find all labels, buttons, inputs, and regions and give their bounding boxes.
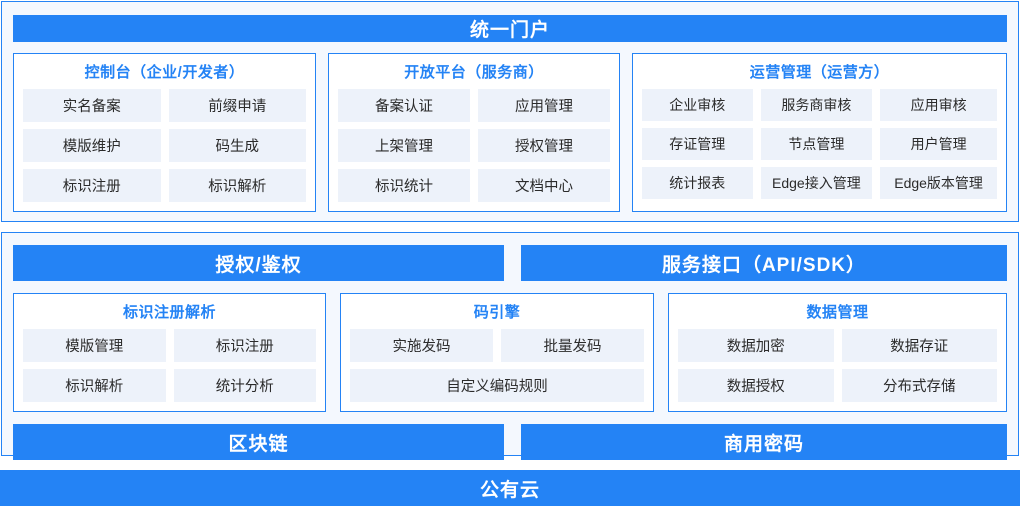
- panel-operations-title: 运营管理（运营方）: [749, 64, 890, 81]
- chip-item[interactable]: 数据加密: [678, 329, 834, 362]
- chip-item[interactable]: 统计分析: [173, 369, 316, 402]
- platform-bottom-bar-group: 区块链 商用密码: [13, 424, 1007, 460]
- chip-item[interactable]: 统计报表: [642, 167, 753, 199]
- platform-top-bar-group: 授权/鉴权 服务接口（API/SDK）: [13, 245, 1007, 281]
- panel-operations[interactable]: 运营管理（运营方） 企业审核 服务商审核 应用审核 存证管理 节点管理 用户管理…: [632, 53, 1007, 212]
- chip-row: 实名备案 前缀申请: [23, 89, 306, 122]
- chip-row: 企业审核 服务商审核 应用审核: [642, 89, 997, 121]
- platform-layer: 授权/鉴权 服务接口（API/SDK） 标识注册解析 模版管理 标识注册 标识解…: [1, 232, 1019, 460]
- platform-panel-group: 标识注册解析 模版管理 标识注册 标识解析 统计分析 码引擎: [13, 293, 1007, 412]
- chip-item[interactable]: 应用管理: [478, 89, 610, 122]
- chip-row: 实施发码 批量发码: [350, 329, 644, 362]
- chip-row: 标识统计 文档中心: [338, 169, 610, 202]
- auth-banner: 授权/鉴权: [13, 245, 504, 281]
- panel-data-management-items: 数据加密 数据存证 数据授权 分布式存储: [678, 329, 997, 402]
- chip-row: 统计报表 Edge接入管理 Edge版本管理: [642, 167, 997, 199]
- panel-identifier-resolution-title: 标识注册解析: [122, 304, 216, 321]
- chip-item[interactable]: 授权管理: [478, 129, 610, 162]
- chip-item[interactable]: 标识解析: [23, 369, 166, 402]
- panel-code-engine-items: 实施发码 批量发码 自定义编码规则: [350, 329, 644, 402]
- chip-item[interactable]: 实施发码: [350, 329, 493, 362]
- chip-row: 数据加密 数据存证: [678, 329, 997, 362]
- chip-row: 备案认证 应用管理: [338, 89, 610, 122]
- chip-item[interactable]: 标识解析: [168, 169, 306, 202]
- panel-open-platform-title: 开放平台（服务商）: [404, 64, 544, 81]
- chip-item[interactable]: 标识注册: [173, 329, 316, 362]
- blockchain-banner: 区块链: [13, 424, 504, 460]
- service-interface-banner: 服务接口（API/SDK）: [521, 245, 1007, 281]
- chip-item[interactable]: 实名备案: [23, 89, 161, 122]
- chip-item[interactable]: 标识注册: [23, 169, 161, 202]
- public-cloud-banner: 公有云: [0, 470, 1020, 506]
- chip-item[interactable]: 模版管理: [23, 329, 166, 362]
- chip-item[interactable]: 自定义编码规则: [350, 369, 644, 402]
- chip-item[interactable]: 应用审核: [880, 89, 997, 121]
- panel-open-platform[interactable]: 开放平台（服务商） 备案认证 应用管理 上架管理 授权管理 标识统计 文档中心: [328, 53, 620, 212]
- chip-item[interactable]: 模版维护: [23, 129, 161, 162]
- chip-row: 模版管理 标识注册: [23, 329, 316, 362]
- commercial-cryptography-banner: 商用密码: [521, 424, 1007, 460]
- panel-console-title: 控制台（企业/开发者）: [84, 64, 245, 81]
- panel-data-management-title: 数据管理: [806, 304, 869, 321]
- panel-operations-items: 企业审核 服务商审核 应用审核 存证管理 节点管理 用户管理 统计报表 Edge…: [642, 89, 997, 202]
- chip-row: 标识解析 统计分析: [23, 369, 316, 402]
- panel-code-engine[interactable]: 码引擎 实施发码 批量发码 自定义编码规则: [340, 293, 654, 412]
- panel-data-management[interactable]: 数据管理 数据加密 数据存证 数据授权 分布式存储: [668, 293, 1007, 412]
- chip-item[interactable]: 备案认证: [338, 89, 470, 122]
- chip-item[interactable]: 服务商审核: [760, 89, 873, 121]
- chip-row: 存证管理 节点管理 用户管理: [642, 128, 997, 160]
- portal-layer: 统一门户 控制台（企业/开发者） 实名备案 前缀申请 模版维护 码生成 标识注册: [1, 1, 1019, 222]
- chip-row: 数据授权 分布式存储: [678, 369, 997, 402]
- panel-identifier-resolution[interactable]: 标识注册解析 模版管理 标识注册 标识解析 统计分析: [13, 293, 326, 412]
- chip-item[interactable]: 码生成: [168, 129, 306, 162]
- chip-item[interactable]: 文档中心: [478, 169, 610, 202]
- chip-item[interactable]: 批量发码: [501, 329, 644, 362]
- panel-console[interactable]: 控制台（企业/开发者） 实名备案 前缀申请 模版维护 码生成 标识注册 标识解析: [13, 53, 316, 212]
- chip-item[interactable]: 前缀申请: [168, 89, 306, 122]
- chip-item[interactable]: 节点管理: [760, 128, 873, 160]
- chip-item[interactable]: Edge版本管理: [880, 167, 997, 199]
- chip-row: 上架管理 授权管理: [338, 129, 610, 162]
- chip-item[interactable]: 用户管理: [880, 128, 997, 160]
- chip-item[interactable]: 分布式存储: [841, 369, 997, 402]
- chip-item[interactable]: 数据存证: [841, 329, 997, 362]
- chip-item[interactable]: 企业审核: [642, 89, 753, 121]
- chip-item[interactable]: 标识统计: [338, 169, 470, 202]
- chip-item[interactable]: 存证管理: [642, 128, 753, 160]
- chip-row: 模版维护 码生成: [23, 129, 306, 162]
- chip-item[interactable]: Edge接入管理: [760, 167, 873, 199]
- panel-open-platform-items: 备案认证 应用管理 上架管理 授权管理 标识统计 文档中心: [338, 89, 610, 202]
- panel-code-engine-title: 码引擎: [473, 304, 521, 321]
- panel-identifier-resolution-items: 模版管理 标识注册 标识解析 统计分析: [23, 329, 316, 402]
- chip-row: 自定义编码规则: [350, 369, 644, 402]
- chip-item[interactable]: 上架管理: [338, 129, 470, 162]
- unified-portal-banner: 统一门户: [13, 15, 1007, 42]
- portal-panel-group: 控制台（企业/开发者） 实名备案 前缀申请 模版维护 码生成 标识注册 标识解析: [13, 53, 1007, 212]
- panel-console-items: 实名备案 前缀申请 模版维护 码生成 标识注册 标识解析: [23, 89, 306, 202]
- chip-row: 标识注册 标识解析: [23, 169, 306, 202]
- chip-item[interactable]: 数据授权: [678, 369, 834, 402]
